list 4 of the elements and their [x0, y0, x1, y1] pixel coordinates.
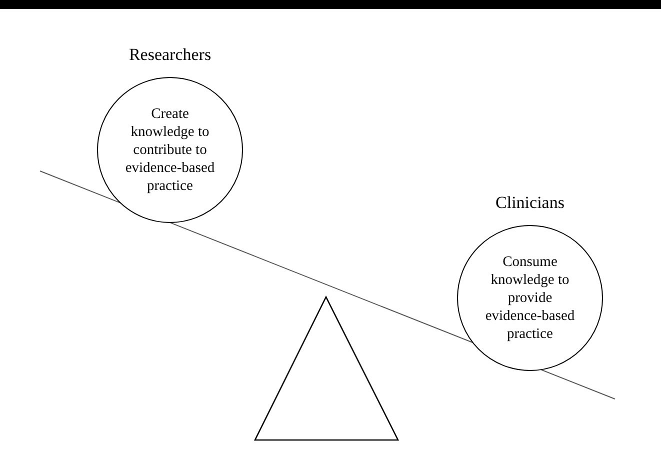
circle-text: Create knowledge to contribute to evidence-based practice — [124, 105, 216, 195]
circle-text: Consume knowledge to provide evidence-based practice — [484, 253, 576, 343]
circle-heading: Researchers — [128, 45, 212, 65]
circle-heading: Clinicians — [494, 193, 566, 213]
